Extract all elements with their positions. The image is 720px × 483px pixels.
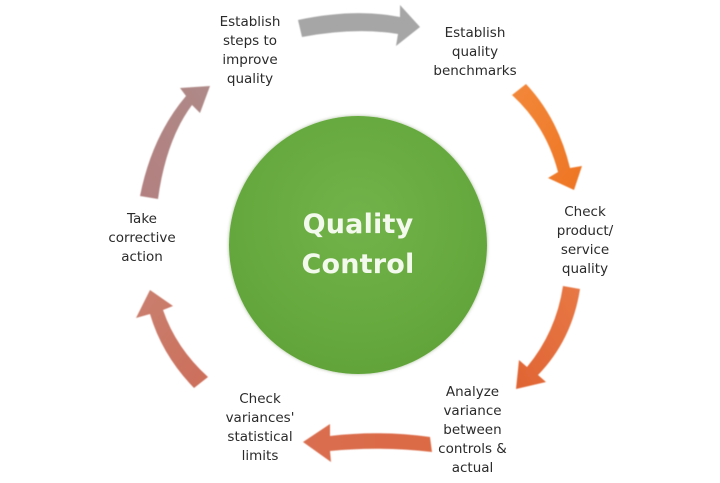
step-check-product-service-quality: Check product/ service quality	[556, 204, 614, 277]
step-check-statistical-limits: Check variances' statistical limits	[225, 391, 295, 464]
step-analyze-variance: Analyze variance between controls & actu…	[438, 384, 507, 476]
quality-control-hub: Quality Control	[229, 116, 487, 374]
step-establish-improvement-steps: Establish steps to improve quality	[219, 14, 281, 87]
center-title-line1: Quality	[302, 209, 414, 240]
arrow-improve-to-benchmarks	[298, 5, 420, 46]
arrow-statistical-limits-to-corrective	[136, 290, 208, 388]
step-establish-benchmarks: Establish quality benchmarks	[433, 25, 517, 79]
center-title-line2: Control	[301, 249, 415, 280]
arrow-check-quality-to-analyze	[516, 286, 580, 389]
arrow-corrective-to-improve	[140, 86, 210, 199]
arrow-analyze-to-statistical-limits	[303, 424, 432, 462]
arrow-benchmarks-to-check-quality	[512, 84, 582, 190]
step-take-corrective-action: Take corrective action	[108, 211, 176, 265]
